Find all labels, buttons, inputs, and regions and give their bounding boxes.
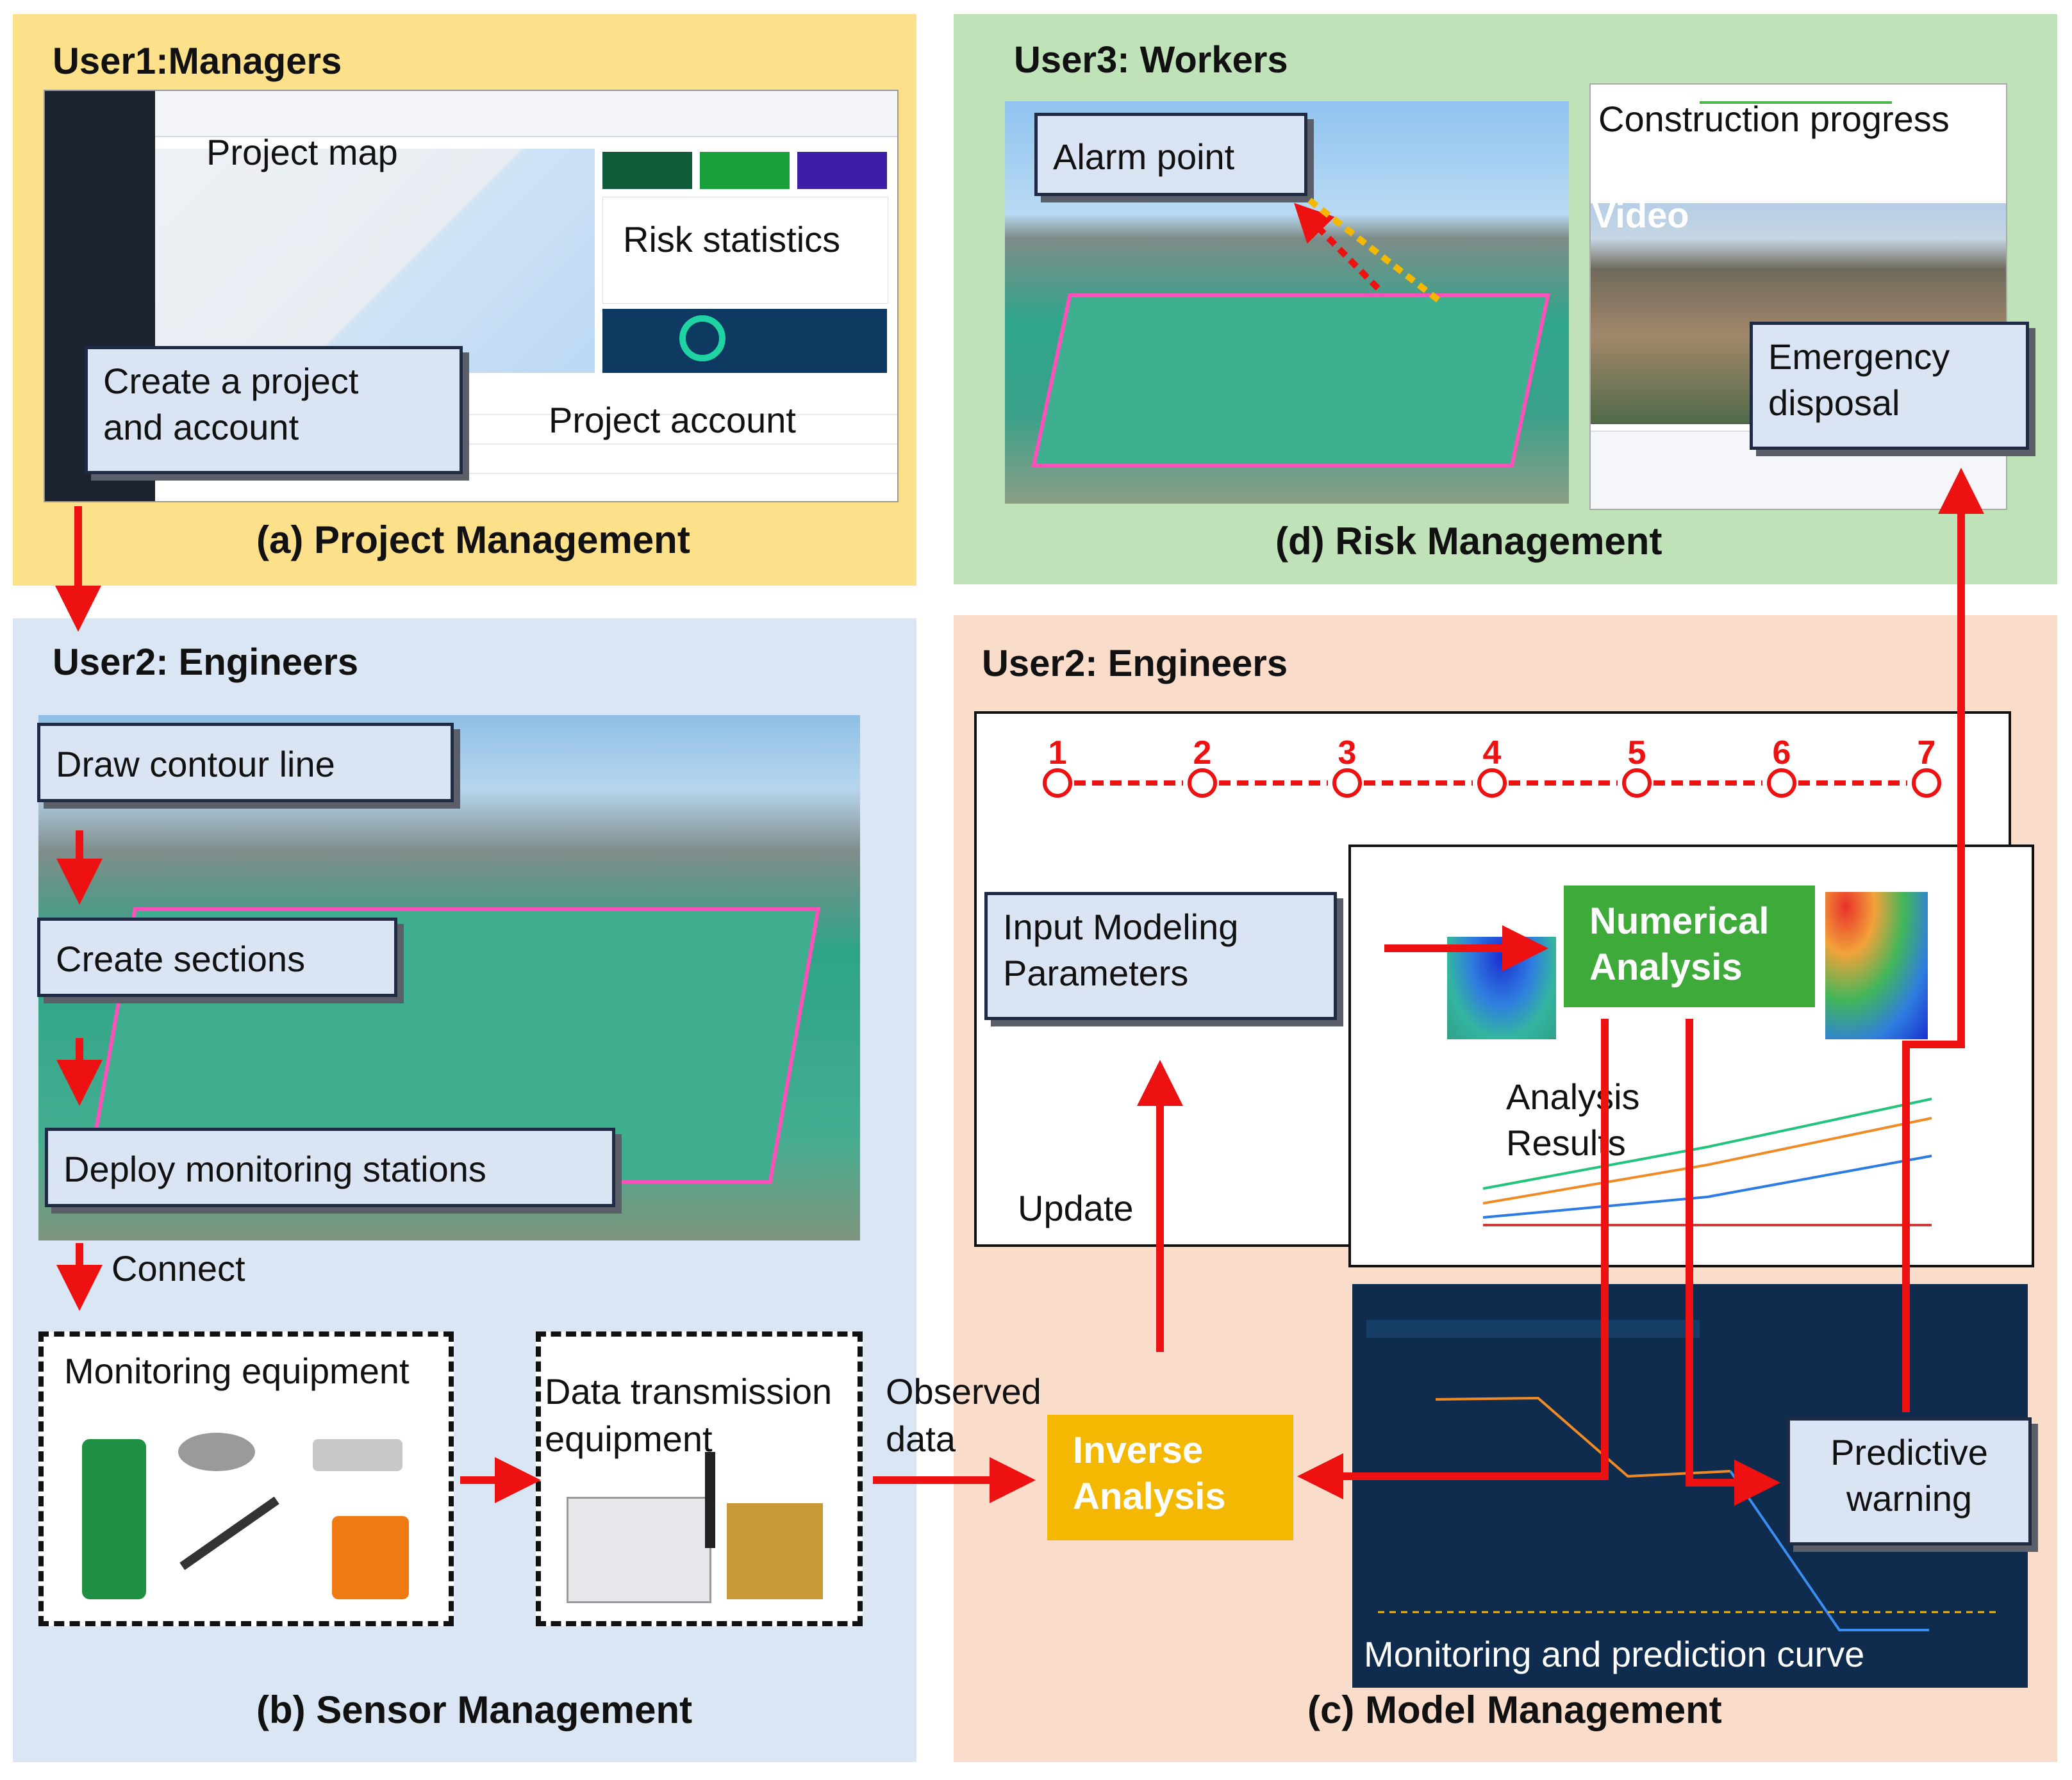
numerical-line-1: Numerical [1589,900,1769,942]
alarm-count-panel [602,309,887,373]
inverse-line-1: Inverse [1073,1430,1204,1471]
step-circle [1767,768,1796,798]
analysis-results-chart [1482,1098,1932,1226]
panel-b-user-title: User2: Engineers [53,641,359,683]
step-number: 6 [1773,734,1791,771]
step-number: 1 [1048,734,1067,771]
step-circle [1332,768,1362,798]
arrow-alarm-dotted [1293,202,1380,291]
panel-d-caption: (d) Risk Management [1275,520,1662,563]
arrow-numerical-to-predictive [1686,1019,1780,1506]
update-label: Update [1018,1188,1134,1228]
progress-line [1700,101,1892,104]
monitoring-curve-label: Monitoring and prediction curve [1364,1634,1865,1674]
data-logger-icon [567,1497,711,1603]
create-sections-text: Create sections [56,939,306,979]
alarm-point-text: Alarm point [1053,136,1235,177]
project-map-area [155,149,595,373]
monitoring-equipment-group [38,1331,454,1626]
project-account-label: Project account [549,400,796,440]
monitoring-equipment-label: Monitoring equipment [64,1351,410,1391]
step-number: 7 [1918,734,1936,771]
step-circle [1622,768,1652,798]
draw-contour-text: Draw contour line [56,744,335,784]
predictive-warning-box: Predictive warning [1787,1417,2032,1545]
panel-b-caption: (b) Sensor Management [256,1688,693,1731]
step-circle [1043,768,1072,798]
dashboard-topbar [155,91,897,137]
results-series-line [1482,1117,1932,1205]
observed-curve-line [1435,1396,1731,1478]
step-circle [1912,768,1941,798]
analysis-results-label-1: Analysis [1506,1076,1640,1117]
alarm-point-box: Alarm point [1034,113,1307,196]
deploy-stations-text: Deploy monitoring stations [63,1149,486,1189]
create-project-line-1: Create a project [103,361,359,401]
arrow-alarm-yellow-dotted [1305,196,1441,302]
input-modeling-line-1: Input Modeling [1003,907,1239,947]
panel-c-caption: (c) Model Management [1307,1688,1722,1731]
draw-contour-box: Draw contour line [37,723,454,802]
project-map-label: Project map [206,132,398,172]
total-station-icon [82,1439,146,1599]
pressure-cell-icon [178,1433,255,1471]
monitoring-prediction-chart [1378,1396,2000,1631]
observed-data-label-2: data [886,1419,956,1459]
stat-card-3 [797,152,887,189]
create-sections-box: Create sections [37,918,397,997]
step-number: 2 [1193,734,1212,771]
data-transmission-label-2: equipment [545,1419,713,1459]
numerical-analysis-box: Numerical Analysis [1564,886,1815,1007]
inverse-analysis-box: Inverse Analysis [1047,1415,1293,1540]
numerical-line-2: Analysis [1589,946,1743,988]
step-circle [1188,768,1217,798]
inverse-line-2: Analysis [1073,1476,1226,1517]
camera-icon [313,1439,402,1471]
results-series-line [1482,1155,1932,1219]
observed-data-label-1: Observed [886,1371,1041,1412]
arrow-predictive-to-emergency [1902,468,1984,1412]
step-circle [1477,768,1507,798]
predicted-curve-line [1729,1470,1929,1631]
risk-table [602,197,888,304]
panel-c-user-title: User2: Engineers [982,643,1288,684]
panel-a-user-title: User1:Managers [53,40,342,82]
input-modeling-line-2: Parameters [1003,953,1189,993]
predictive-line-2: warning [1846,1478,1973,1519]
predictive-line-1: Predictive [1830,1432,1988,1472]
antenna-icon [705,1452,715,1548]
emergency-line-2: disposal [1768,383,1900,423]
create-project-line-2: and account [103,407,299,447]
connect-label: Connect [112,1248,245,1289]
risk-statistics-label: Risk statistics [623,219,841,260]
results-series-line [1482,1098,1932,1190]
panel-a-caption: (a) Project Management [256,518,690,561]
panel-d-user-title: User3: Workers [1014,39,1288,81]
stat-card-1 [602,152,692,189]
input-modeling-box: Input Modeling Parameters [984,892,1337,1020]
construction-progress-label: Construction progress [1598,99,1950,139]
emergency-disposal-box: Emergency disposal [1750,322,2029,450]
curve-tabs [1366,1320,1700,1338]
create-project-account-box: Create a project and account [85,346,463,474]
emergency-line-1: Emergency [1768,336,1950,377]
step-number: 4 [1483,734,1502,771]
model-steps-bar: 1 2 3 4 5 6 7 [1043,734,1941,798]
step-number: 3 [1338,734,1357,771]
data-transmission-label-1: Data transmission [545,1371,833,1412]
data-transmission-group [536,1331,863,1626]
lidar-icon [332,1516,409,1599]
stat-card-2 [700,152,790,189]
deploy-stations-box: Deploy monitoring stations [45,1128,615,1207]
contour-plot-right [1825,892,1928,1039]
alarm-ring-icon [679,315,725,361]
video-label: Video [1592,195,1689,235]
gateway-icon [727,1503,823,1599]
step-number: 5 [1628,734,1646,771]
arrow-numerical-to-inverse [1297,1019,1609,1499]
